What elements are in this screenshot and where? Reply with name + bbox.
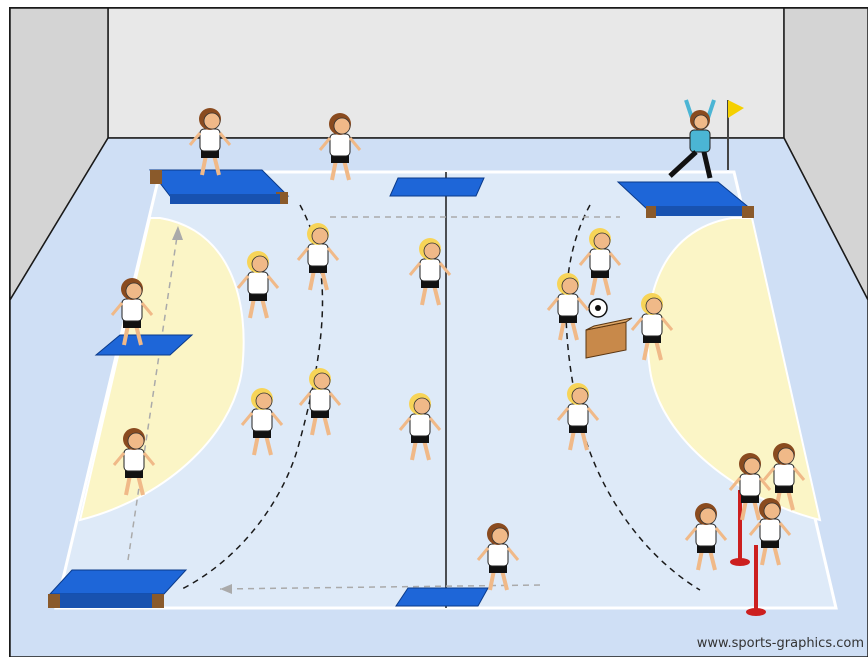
- mat-top-left: [150, 170, 288, 204]
- mat-bottom-center: [396, 588, 488, 606]
- mat-top-center: [390, 178, 484, 196]
- ball: [589, 299, 607, 317]
- watermark-text: www.sports-graphics.com: [697, 636, 864, 651]
